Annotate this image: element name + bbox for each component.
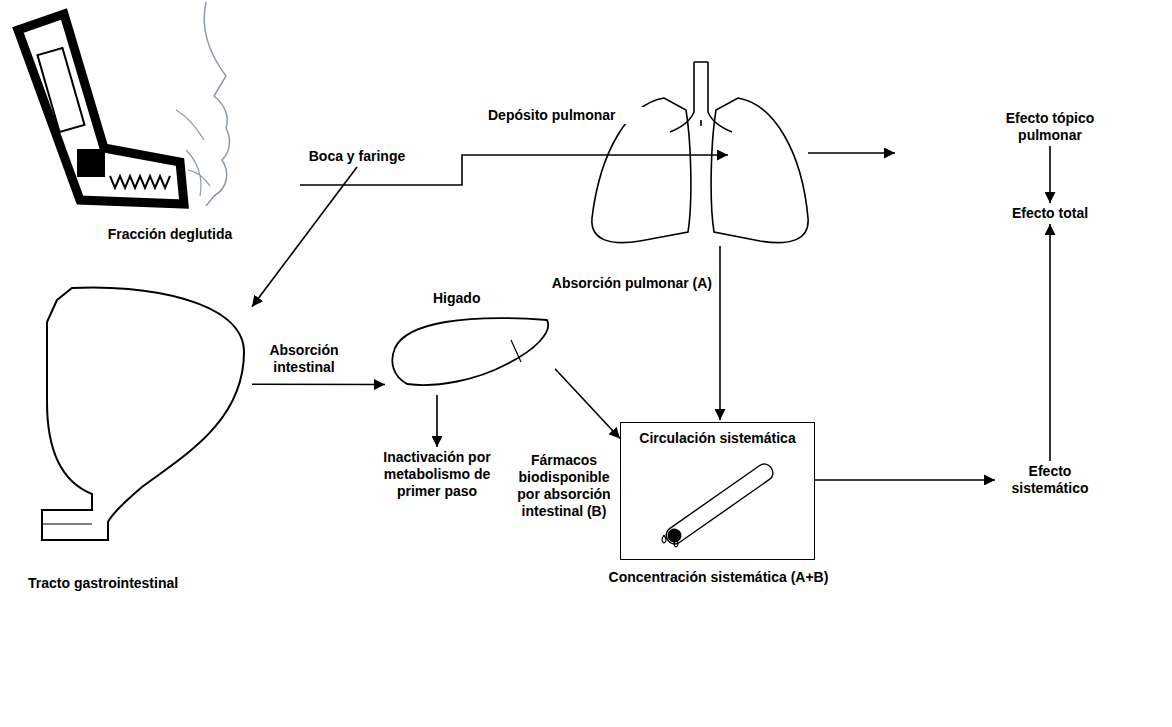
carina	[700, 120, 702, 126]
liver-lobe-line	[511, 340, 521, 362]
edge-label: Fracción deglutida	[100, 226, 240, 243]
lungs-figure	[592, 62, 808, 243]
edge-label: Absorción intestinal	[262, 342, 346, 376]
flow-arrow	[1049, 146, 1051, 203]
inhaler-valve	[78, 150, 104, 176]
organ-node: Tracto gastrointestinal	[22, 282, 252, 592]
right-lung	[711, 98, 808, 243]
text-node: Efecto sistemático	[995, 461, 1105, 499]
node-text: Efecto total	[997, 205, 1103, 222]
stomach-shape	[42, 287, 244, 540]
liver-shape	[392, 318, 548, 385]
text-node: Inactivación por metabolismo de primer p…	[372, 447, 502, 502]
topical-arrow	[808, 152, 895, 154]
inhaler-spring	[110, 176, 170, 188]
node-text: Efecto tópico pulmonar	[997, 110, 1103, 144]
tube-body	[663, 461, 776, 547]
tube-drops	[662, 535, 678, 547]
face-profile	[204, 2, 229, 206]
stomach-outline	[22, 282, 252, 557]
node-text: Boca y faringe	[299, 148, 415, 165]
organ-node: Higado	[385, 290, 555, 395]
node-text: Inactivación por metabolismo de primer p…	[374, 449, 500, 500]
text-node: Boca y faringe	[297, 146, 417, 167]
throat-lines	[176, 110, 210, 196]
node-caption: Concentración sistemática (A+B)	[551, 569, 886, 586]
edge-label: Fármacos biodisponible por absorción int…	[510, 452, 618, 520]
flow-arrow	[252, 383, 385, 385]
absorption-arrow	[719, 246, 721, 420]
text-node: Efecto total	[995, 203, 1105, 224]
inhaler-canister	[37, 48, 84, 132]
flow-arrow	[1049, 224, 1051, 461]
flow-arrow	[555, 369, 620, 439]
node-text: Higado	[433, 290, 480, 307]
flow-arrow	[815, 479, 995, 481]
diagram-label: Depósito pulmonar	[488, 107, 648, 124]
flow-arrow	[436, 395, 438, 447]
layout-arrows	[300, 153, 895, 420]
process-box: Circulación sistemáticaConcentración sis…	[620, 422, 815, 560]
flow-arrow	[252, 167, 357, 307]
diagram-label: Absorción pulmonar (A)	[500, 275, 712, 292]
node-text: Tracto gastrointestinal	[28, 575, 178, 592]
node-text: Circulación sistemática	[625, 430, 810, 447]
node-text: Efecto sistemático	[997, 463, 1103, 497]
trachea	[670, 62, 732, 132]
tube-group	[663, 461, 776, 547]
text-node: Efecto tópico pulmonar	[995, 108, 1105, 146]
duodenum-line	[42, 523, 92, 524]
inhaler-body	[18, 14, 184, 204]
inhaler-figure	[18, 2, 229, 206]
